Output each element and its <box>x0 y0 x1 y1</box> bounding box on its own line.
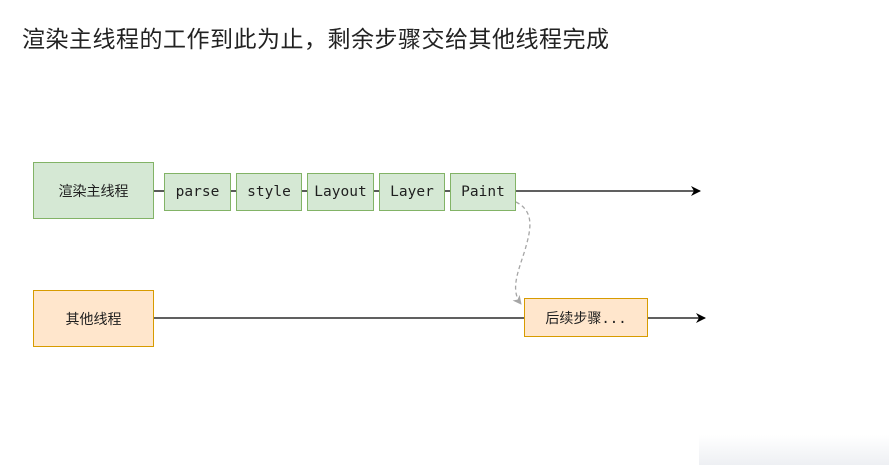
follow-up-text: 后续步骤 <box>545 310 602 327</box>
step-label: Paint <box>461 184 505 200</box>
step-paint: Paint <box>450 173 516 211</box>
follow-up-ellipsis: ... <box>601 310 627 327</box>
step-label: Layout <box>314 184 367 200</box>
step-layout: Layout <box>307 173 374 211</box>
step-label: parse <box>175 184 220 200</box>
corner-shade <box>699 435 889 465</box>
follow-up-steps-box: 后续步骤... <box>524 298 648 337</box>
other-thread-label: 其他线程 <box>65 311 122 328</box>
main-thread-label: 渲染主线程 <box>58 183 129 200</box>
other-thread-box: 其他线程 <box>33 290 154 347</box>
page-title: 渲染主线程的工作到此为止，剩余步骤交给其他线程完成 <box>22 27 610 53</box>
step-parse: parse <box>164 173 231 211</box>
step-layer: Layer <box>379 173 445 211</box>
step-label: Layer <box>390 184 434 200</box>
follow-up-label: 后续步骤... <box>545 308 626 328</box>
step-style: style <box>236 173 302 211</box>
handoff-dashed-arrow <box>512 201 531 305</box>
step-label: style <box>247 184 291 200</box>
main-thread-box: 渲染主线程 <box>33 162 154 219</box>
